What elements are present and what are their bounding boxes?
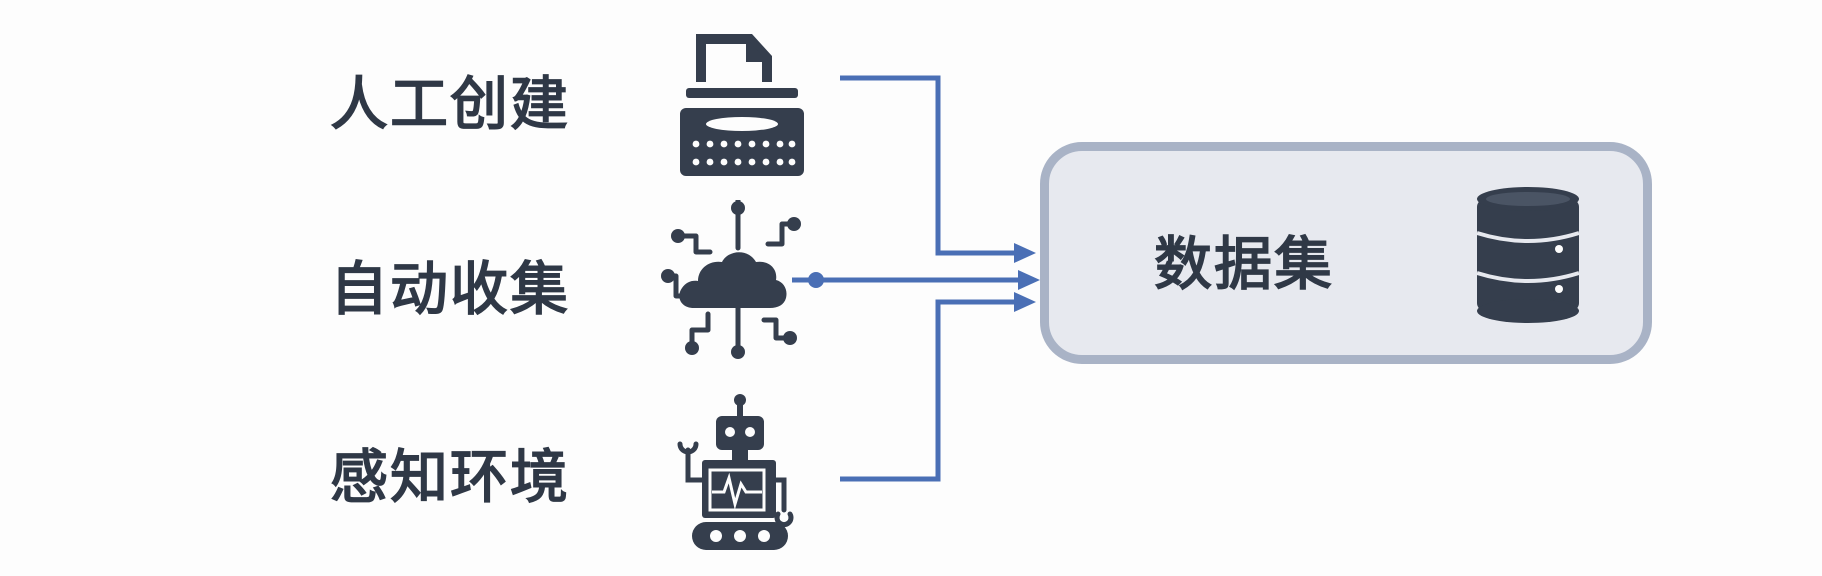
source-label-auto: 自动收集: [330, 255, 571, 323]
connector-auto-node: [808, 272, 824, 288]
robot-sensor-icon: [666, 392, 806, 556]
connector-manual: [840, 75, 1014, 256]
source-label-sensing: 感知环境: [330, 443, 571, 511]
dataset-box: 数据集: [1040, 142, 1652, 364]
cloud-network-icon: [652, 197, 812, 364]
arrowhead-manual: [1014, 243, 1036, 263]
dataset-label: 数据集: [1154, 230, 1335, 298]
arrowhead-auto: [1018, 270, 1040, 290]
connector-sensing: [840, 299, 1014, 482]
database-icon: [1473, 187, 1583, 327]
typewriter-icon: [672, 30, 812, 184]
source-label-manual: 人工创建: [330, 70, 571, 138]
arrowhead-sensing: [1014, 292, 1036, 312]
